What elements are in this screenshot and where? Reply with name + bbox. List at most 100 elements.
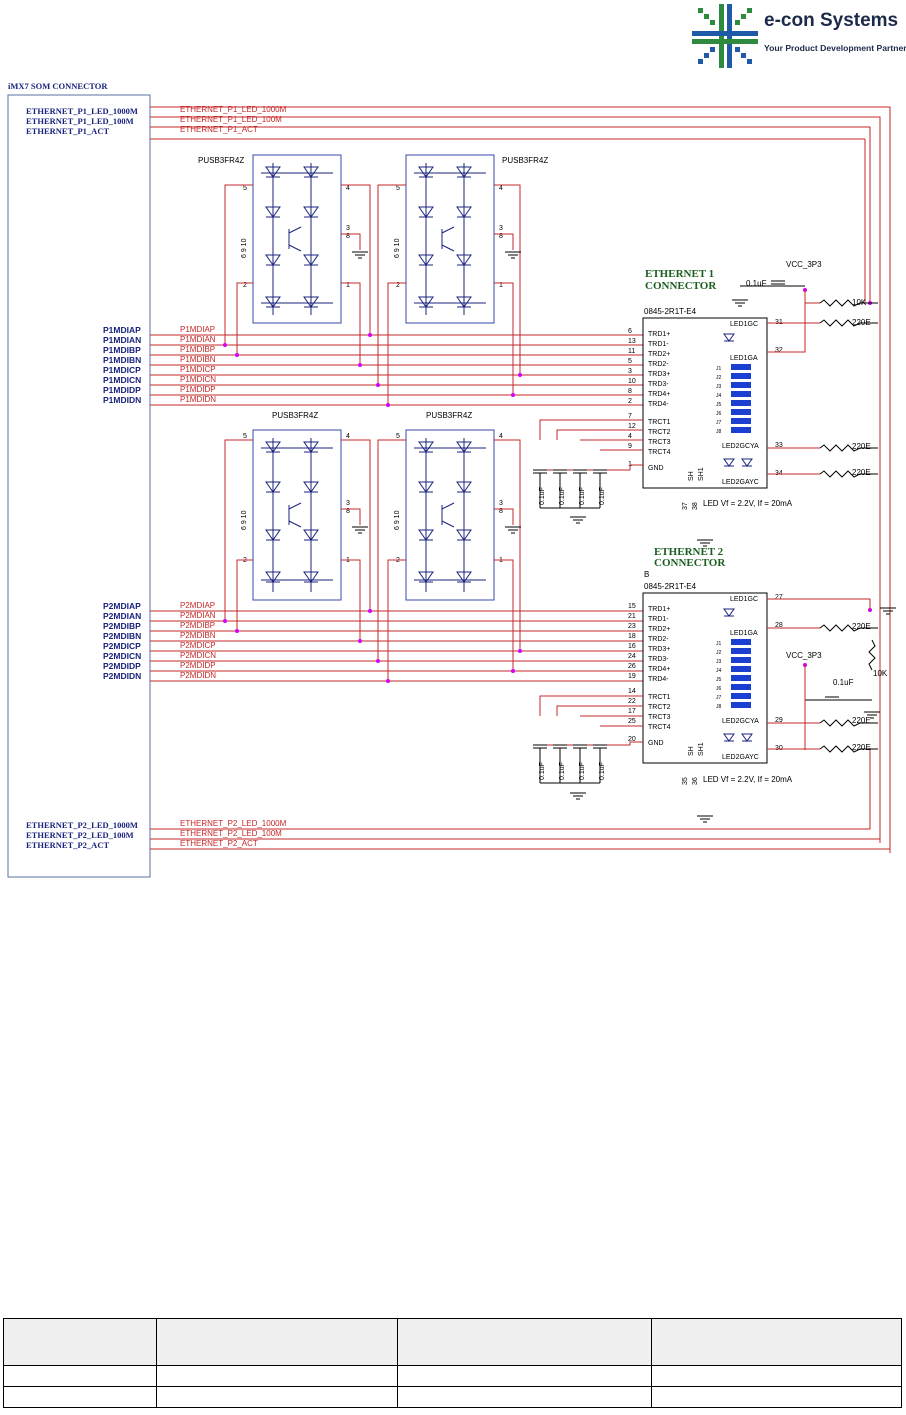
diode-icon: [418, 296, 434, 308]
gnd-pin-label: GND: [648, 740, 664, 747]
som-pin-label: P1MDIDP: [103, 385, 141, 395]
esd-pin-num: 3: [346, 500, 350, 507]
junction-dot: [511, 669, 515, 673]
table-cell: [396, 1386, 653, 1408]
table-cell: [156, 1318, 398, 1366]
led-pin-number: 29: [775, 717, 783, 724]
som-pin-label: ETHERNET_P1_LED_1000M: [26, 106, 138, 116]
table-cell: [2, 1365, 158, 1387]
diode-icon: [303, 441, 319, 453]
esd-part-label: PUSB3FR4Z: [502, 156, 548, 165]
transistor-icon: [288, 502, 302, 528]
som-pin-label: ETHERNET_P2_ACT: [26, 840, 109, 850]
diode-icon: [265, 529, 281, 541]
som-pin-label: P2MDIBN: [103, 631, 141, 641]
diode-icon: [418, 529, 434, 541]
net-label: P2MDICN: [180, 651, 216, 660]
ethernet-schematic: iMX7 SOM CONNECTOR ETHERNET_P1_LED_1000M…: [7, 81, 896, 878]
esd-pin-num: 1: [346, 282, 350, 289]
som-pin-label: P1MDIDN: [103, 395, 141, 405]
junction-dot: [223, 619, 227, 623]
magnetics-block: [731, 364, 751, 370]
esd-pin-num: 4: [499, 433, 503, 440]
eth2-part-number: 0845-2R1T-E4: [644, 582, 697, 591]
magnetics-label: J8: [716, 429, 722, 435]
esd-pin-num: 5: [243, 185, 247, 192]
res-label: 220E: [852, 468, 871, 477]
esd-pin-num: 4: [346, 185, 350, 192]
trct-pin-number: 17: [628, 708, 636, 715]
cap-value: 0.1uF: [579, 487, 586, 505]
som-pin-label: P1MDICP: [103, 365, 141, 375]
net-label: P1MDICP: [180, 365, 216, 374]
esd-side-pins: 6 9 10: [394, 510, 401, 530]
trd-pin-label: TRD4+: [648, 666, 670, 673]
cap-value: 0.1uF: [599, 762, 606, 780]
trd-pin-number: 5: [628, 358, 632, 365]
brand-name: e-con Systems: [764, 10, 899, 31]
gnd-pin-number: 20: [628, 736, 636, 743]
net-label: ETHERNET_P2_LED_1000M: [180, 819, 287, 828]
led-label: LED2GAYC: [722, 754, 759, 761]
som-pin-label: ETHERNET_P1_ACT: [26, 126, 109, 136]
led-label: LED2GCYA: [722, 443, 759, 450]
net-label: P1MDIAN: [180, 335, 216, 344]
magnetics-label: J6: [716, 686, 722, 692]
magnetics-label: J1: [716, 641, 722, 647]
led-pin-number: 32: [775, 347, 783, 354]
led-label: LED2GCYA: [722, 718, 759, 725]
junction-dot: [511, 393, 515, 397]
magnetics-label: J7: [716, 420, 722, 426]
resistor-icon: [819, 719, 861, 727]
trd-pin-number: 11: [628, 348, 635, 355]
junction-dot: [518, 373, 522, 377]
eth2-connector-body: [642, 592, 768, 764]
diode-icon: [265, 296, 281, 308]
trct-pin-number: 7: [628, 413, 632, 420]
led-pin-number: 28: [775, 622, 783, 629]
magnetics-block: [731, 639, 751, 645]
trd-pin-label: TRD1+: [648, 606, 670, 613]
led-label: LED1GA: [730, 630, 758, 637]
som-pin-label: ETHERNET_P2_LED_1000M: [26, 820, 138, 830]
magnetics-label: J1: [716, 366, 722, 372]
diode-icon: [303, 166, 319, 178]
resistor-icon: [819, 299, 861, 307]
resistor-icon: [819, 444, 861, 452]
esd-pin-num: 3: [499, 225, 503, 232]
net-label: P2MDIDN: [180, 671, 216, 680]
esd-pin-num: 8: [346, 233, 350, 240]
magnetics-block: [731, 666, 751, 672]
trct-pin-label: TRCT4: [648, 724, 671, 731]
eth2-designator: B: [644, 570, 649, 579]
diode-icon: [456, 529, 472, 541]
trct-pin-number: 14: [628, 688, 636, 695]
som-pin-label: P2MDICP: [103, 641, 141, 651]
resistor-icon: [868, 639, 876, 671]
net-label: ETHERNET_P2_LED_100M: [180, 829, 282, 838]
esd-pin-num: 8: [499, 233, 503, 240]
trd-pin-label: TRD2-: [648, 361, 669, 368]
trd-pin-number: 21: [628, 613, 636, 620]
net-label: ETHERNET_P1_ACT: [180, 125, 258, 134]
led-icon: [723, 333, 735, 342]
table-cell: [651, 1386, 902, 1408]
sh1-label: SH1: [698, 742, 705, 756]
som-pin-label: P2MDIBP: [103, 621, 141, 631]
sh-pin-number: 37: [682, 502, 689, 510]
magnetics-block: [731, 382, 751, 388]
som-pin-label: P1MDIAN: [103, 335, 141, 345]
magnetics-label: J4: [716, 393, 722, 399]
som-pin-label: P1MDIBN: [103, 355, 141, 365]
esd-pin-num: 5: [396, 433, 400, 440]
magnetics-label: J7: [716, 695, 722, 701]
diode-icon: [418, 571, 434, 583]
sh-label: SH: [688, 746, 695, 756]
trct-pin-label: TRCT1: [648, 694, 671, 701]
diode-icon: [265, 166, 281, 178]
led-icon: [741, 733, 753, 742]
junction-dot: [358, 639, 362, 643]
magnetics-label: J5: [716, 402, 722, 408]
esd-side-pins: 6 9 10: [241, 238, 248, 258]
table-cell: [396, 1318, 653, 1366]
